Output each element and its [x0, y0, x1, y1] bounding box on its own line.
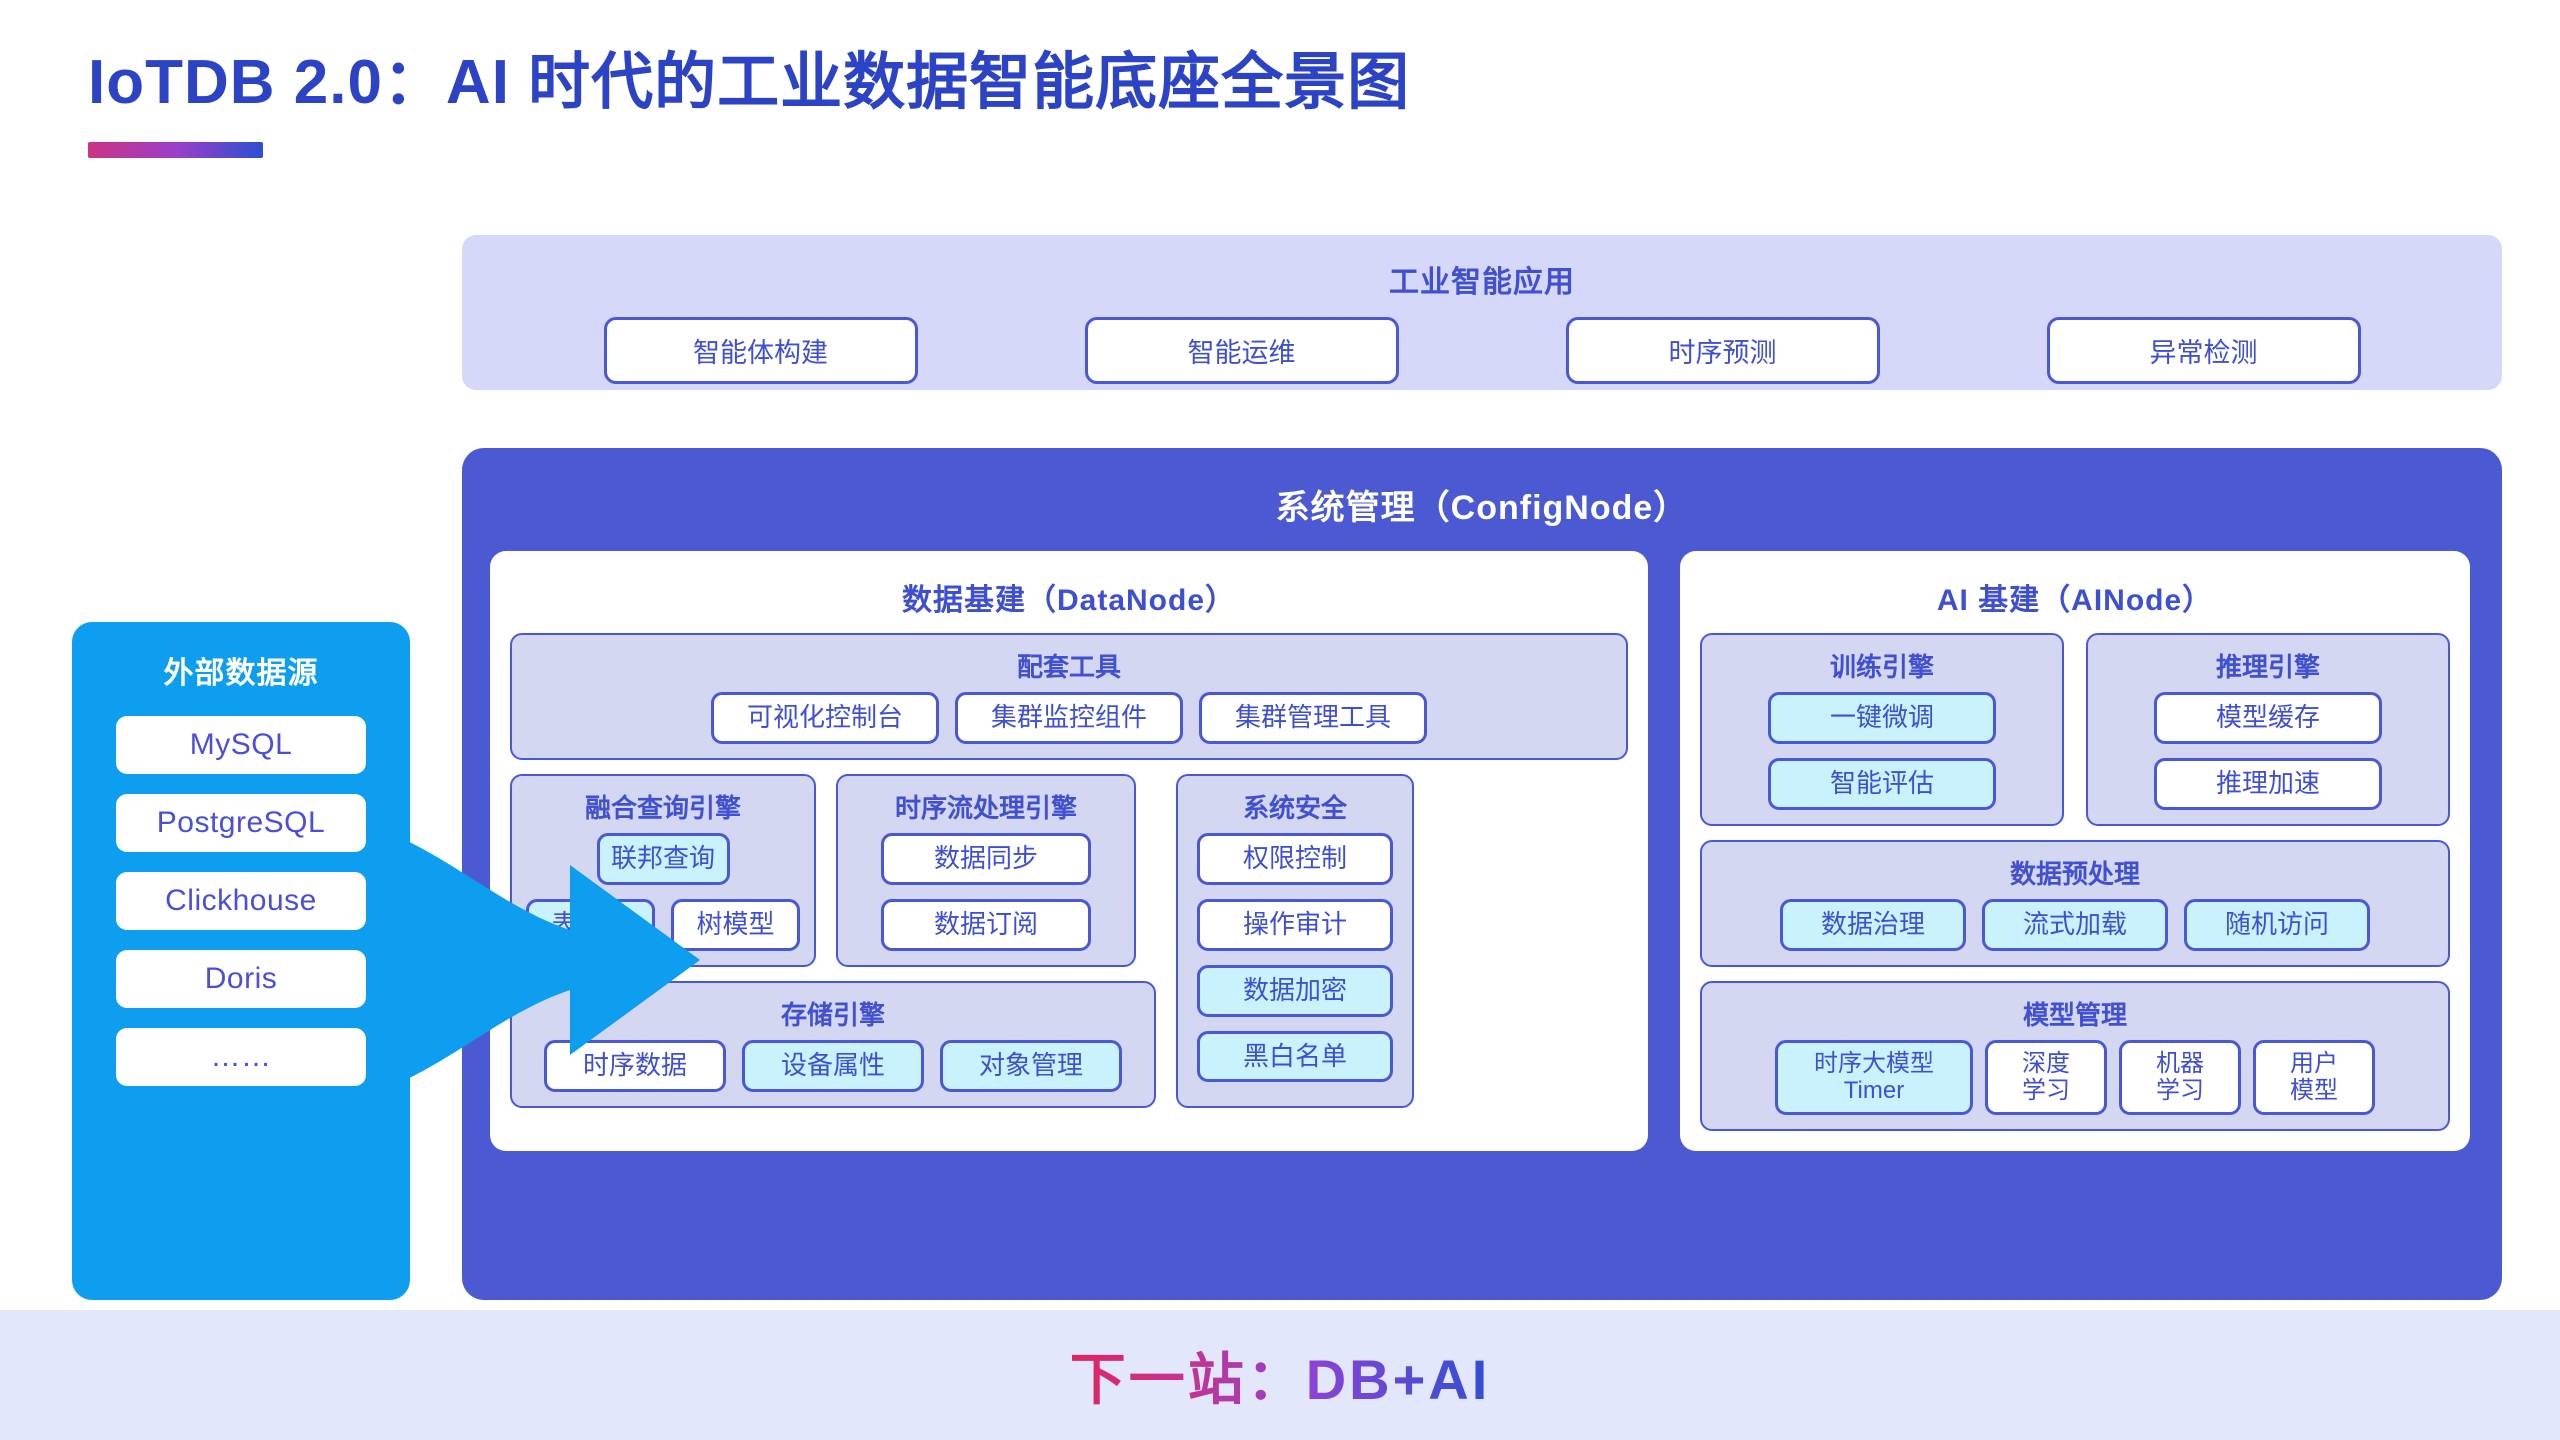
chip-tree-model[interactable]: 树模型 — [671, 898, 800, 951]
chip-cluster-management-tool[interactable]: 集群管理工具 — [1199, 692, 1427, 744]
apps-band-title: 工业智能应用 — [1389, 266, 1575, 299]
external-data-source-title: 外部数据源 — [163, 657, 319, 690]
group-title-storage-engine: 存储引擎 — [780, 999, 885, 1030]
app-chip-anomaly-detection[interactable]: 异常检测 — [2046, 317, 2361, 384]
chip-random-access[interactable]: 随机访问 — [2184, 898, 2370, 951]
ainode-title: AI 基建（AINode） — [1936, 584, 2214, 617]
ext-chip-more[interactable]: …… — [116, 1028, 366, 1086]
chip-machine-learning[interactable]: 机器学习 — [2119, 1039, 2241, 1115]
ainode-card: AI 基建（AINode） 训练引擎 一键微调 智能评估 推理引擎 模型缓存 推… — [1680, 551, 2470, 1151]
chip-data-sync[interactable]: 数据同步 — [881, 832, 1091, 885]
external-data-source-list: MySQL PostgreSQL Clickhouse Doris …… — [72, 692, 410, 1086]
chip-visual-console[interactable]: 可视化控制台 — [711, 692, 939, 744]
group-title-data-preprocessing: 数据预处理 — [2009, 858, 2140, 889]
data-preprocessing-chip-row: 数据治理 流式加载 随机访问 — [1716, 898, 2434, 951]
chip-data-governance[interactable]: 数据治理 — [1780, 898, 1966, 951]
group-title-stream-engine: 时序流处理引擎 — [894, 792, 1077, 823]
industrial-ai-applications-band: 工业智能应用 智能体构建 智能运维 时序预测 异常检测 — [462, 235, 2502, 390]
storage-engine-chip-row: 时序数据 设备属性 对象管理 — [526, 1039, 1140, 1092]
ainode-top-row: 训练引擎 一键微调 智能评估 推理引擎 模型缓存 推理加速 — [1700, 633, 2450, 826]
page-title: IoTDB 2.0：AI 时代的工业数据智能底座全景图 — [88, 48, 1411, 117]
title-accent-bar — [88, 142, 263, 158]
node-columns: 数据基建（DataNode） 配套工具 可视化控制台 集群监控组件 集群管理工具… — [462, 529, 2502, 1151]
ext-chip-doris[interactable]: Doris — [116, 950, 366, 1008]
group-title-inference-engine: 推理引擎 — [2215, 652, 2320, 682]
group-title-system-security: 系统安全 — [1242, 792, 1347, 823]
chip-blacklist-whitelist[interactable]: 黑白名单 — [1197, 1030, 1393, 1083]
external-data-source-panel: 外部数据源 MySQL PostgreSQL Clickhouse Doris … — [72, 622, 410, 1300]
chip-inference-acceleration[interactable]: 推理加速 — [2154, 757, 2382, 810]
group-title-supporting-tools: 配套工具 — [1016, 652, 1121, 682]
group-title-model-management: 模型管理 — [2022, 999, 2127, 1030]
system-security-chip-col: 权限控制 操作审计 数据加密 黑白名单 — [1192, 832, 1398, 1083]
title-block: IoTDB 2.0：AI 时代的工业数据智能底座全景图 — [88, 52, 1410, 158]
chip-user-model[interactable]: 用户模型 — [2253, 1039, 2375, 1115]
chip-data-encryption[interactable]: 数据加密 — [1197, 964, 1393, 1017]
app-chip-intelligent-agent[interactable]: 智能体构建 — [603, 317, 918, 384]
chip-data-subscription[interactable]: 数据订阅 — [881, 898, 1091, 951]
group-title-training-engine: 训练引擎 — [1829, 652, 1934, 682]
datanode-middle-row: 融合查询引擎 联邦查询 表模型 树模型 时序流处理引擎 — [510, 773, 1628, 1108]
group-inference-engine: 推理引擎 模型缓存 推理加速 — [2086, 633, 2450, 826]
chip-operation-audit[interactable]: 操作审计 — [1197, 898, 1393, 951]
chip-federated-query[interactable]: 联邦查询 — [596, 832, 730, 885]
confignode-title: 系统管理（ConfigNode） — [1275, 489, 1689, 527]
group-title-query-engine: 融合查询引擎 — [584, 792, 741, 823]
chip-device-attributes[interactable]: 设备属性 — [742, 1039, 924, 1092]
datanode-title: 数据基建（DataNode） — [901, 584, 1237, 617]
stream-engine-chip-col: 数据同步 数据订阅 — [852, 832, 1120, 951]
datanode-card: 数据基建（DataNode） 配套工具 可视化控制台 集群监控组件 集群管理工具… — [490, 551, 1648, 1151]
ext-chip-mysql[interactable]: MySQL — [116, 716, 366, 774]
chip-object-management[interactable]: 对象管理 — [940, 1039, 1122, 1092]
datanode-left-column: 融合查询引擎 联邦查询 表模型 树模型 时序流处理引擎 — [510, 773, 1156, 1108]
chip-cluster-monitoring[interactable]: 集群监控组件 — [955, 692, 1183, 744]
chip-model-cache[interactable]: 模型缓存 — [2154, 692, 2382, 744]
chip-deep-learning[interactable]: 深度学习 — [1985, 1039, 2107, 1115]
app-chip-intelligent-ops[interactable]: 智能运维 — [1084, 317, 1399, 384]
group-data-preprocessing: 数据预处理 数据治理 流式加载 随机访问 — [1700, 839, 2450, 967]
training-engine-chip-col: 一键微调 智能评估 — [1716, 692, 2048, 810]
chip-intelligent-evaluation[interactable]: 智能评估 — [1768, 757, 1996, 810]
query-engine-wide-row: 联邦查询 — [526, 832, 800, 885]
app-chip-timeseries-forecast[interactable]: 时序预测 — [1565, 317, 1880, 384]
chip-one-click-finetune[interactable]: 一键微调 — [1768, 692, 1996, 744]
ext-chip-clickhouse[interactable]: Clickhouse — [116, 872, 366, 930]
apps-chip-row: 智能体构建 智能运维 时序预测 异常检测 — [462, 301, 2502, 384]
confignode-container: 系统管理（ConfigNode） 数据基建（DataNode） 配套工具 可视化… — [462, 448, 2502, 1300]
chip-timeseries-data[interactable]: 时序数据 — [544, 1039, 726, 1092]
ext-chip-postgresql[interactable]: PostgreSQL — [116, 794, 366, 852]
inference-engine-chip-col: 模型缓存 推理加速 — [2102, 692, 2434, 810]
bottom-banner: 下一站：DB+AI — [0, 1310, 2560, 1440]
chip-access-control[interactable]: 权限控制 — [1197, 832, 1393, 885]
supporting-tools-chip-row: 可视化控制台 集群监控组件 集群管理工具 — [526, 692, 1612, 744]
chip-streaming-load[interactable]: 流式加载 — [1982, 898, 2168, 951]
banner-text: 下一站：DB+AI — [1070, 1335, 1491, 1416]
group-system-security: 系统安全 权限控制 操作审计 数据加密 黑白名单 — [1176, 773, 1414, 1108]
group-stream-processing-engine: 时序流处理引擎 数据同步 数据订阅 — [836, 773, 1136, 967]
group-training-engine: 训练引擎 一键微调 智能评估 — [1700, 633, 2064, 826]
group-supporting-tools: 配套工具 可视化控制台 集群监控组件 集群管理工具 — [510, 633, 1628, 760]
